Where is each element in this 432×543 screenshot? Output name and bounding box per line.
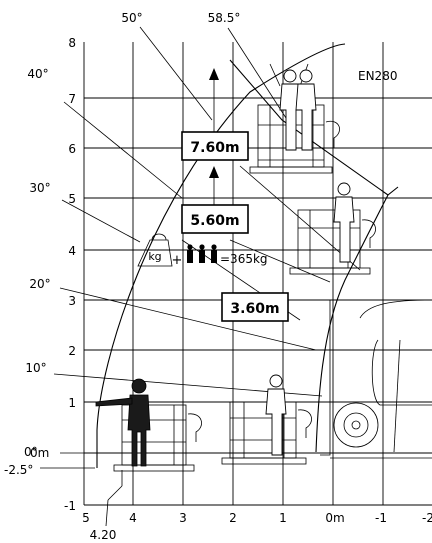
y-tick: 7 [68, 92, 76, 106]
angle-label-50: 50° [121, 11, 142, 25]
ray-20 [59, 287, 317, 351]
x-tick: -2 [422, 511, 432, 525]
angle-label-30: 30° [29, 181, 50, 195]
y-tick: 2 [68, 344, 76, 358]
y-tick: 3 [68, 294, 76, 308]
load-capacity: kg + =365kg [137, 233, 268, 268]
person-icon [333, 182, 355, 263]
person-icon [269, 63, 309, 151]
truck-icon [320, 299, 432, 459]
plus-sign: + [172, 253, 183, 268]
ray-50 [139, 26, 213, 121]
wheel-icon [333, 402, 379, 448]
x-tick: 2 [229, 511, 237, 525]
person-icon [265, 374, 287, 456]
angle-label-58-5: 58.5° [208, 11, 241, 25]
height-box-7-60: 7.60m [181, 131, 249, 161]
angle-label-10: 10° [25, 361, 46, 375]
y-tick: 5 [68, 192, 76, 206]
working-envelope-upper [229, 59, 389, 196]
zero-meter-label: 0m [30, 446, 49, 460]
angle-label-40: 40° [27, 67, 48, 81]
working-envelope-right [315, 186, 399, 453]
y-tick: 4 [68, 244, 76, 258]
height-value: 7.60m [190, 140, 239, 156]
height-value: 5.60m [190, 213, 239, 229]
angle-label-20: 20° [29, 277, 50, 291]
x-axis-ticks: 5 4 3 2 1 0m -1 -2 4.20 [82, 470, 432, 542]
y-tick: -1 [64, 499, 76, 513]
x-tick: 3 [179, 511, 187, 525]
kg-weight-icon: kg [137, 233, 173, 267]
model-label: EN280 [358, 69, 397, 83]
load-total: =365kg [220, 252, 268, 266]
height-value: 3.60m [230, 301, 279, 317]
outreach-label: 4.20 [90, 528, 117, 542]
x-tick: 5 [82, 511, 90, 525]
x-tick: 4 [129, 511, 137, 525]
operator-figure-icon [95, 378, 151, 467]
three-persons-icon [187, 244, 217, 263]
kg-label: kg [148, 250, 161, 263]
y-tick: 8 [68, 36, 76, 50]
y-tick: 1 [68, 396, 76, 410]
up-arrow-icon [209, 68, 219, 232]
height-box-5-60: 5.60m [181, 204, 249, 234]
x-tick: 1 [279, 511, 287, 525]
work-platform-basket-icon [113, 104, 376, 472]
ray-40 [63, 101, 183, 199]
x-tick: -1 [375, 511, 387, 525]
angle-label-0: 0° [24, 445, 38, 459]
ray-30 [61, 199, 141, 243]
y-axis-ticks: 8 7 6 5 4 3 2 1 -1 [64, 36, 76, 513]
x-tick: 0m [325, 511, 344, 525]
ray-58-5 [227, 27, 287, 119]
y-tick: 6 [68, 142, 76, 156]
angle-label-neg2-5: -2.5° [4, 463, 33, 477]
person-icon [295, 69, 317, 151]
person-figures [95, 63, 355, 467]
height-box-3-60: 3.60m [221, 292, 289, 322]
